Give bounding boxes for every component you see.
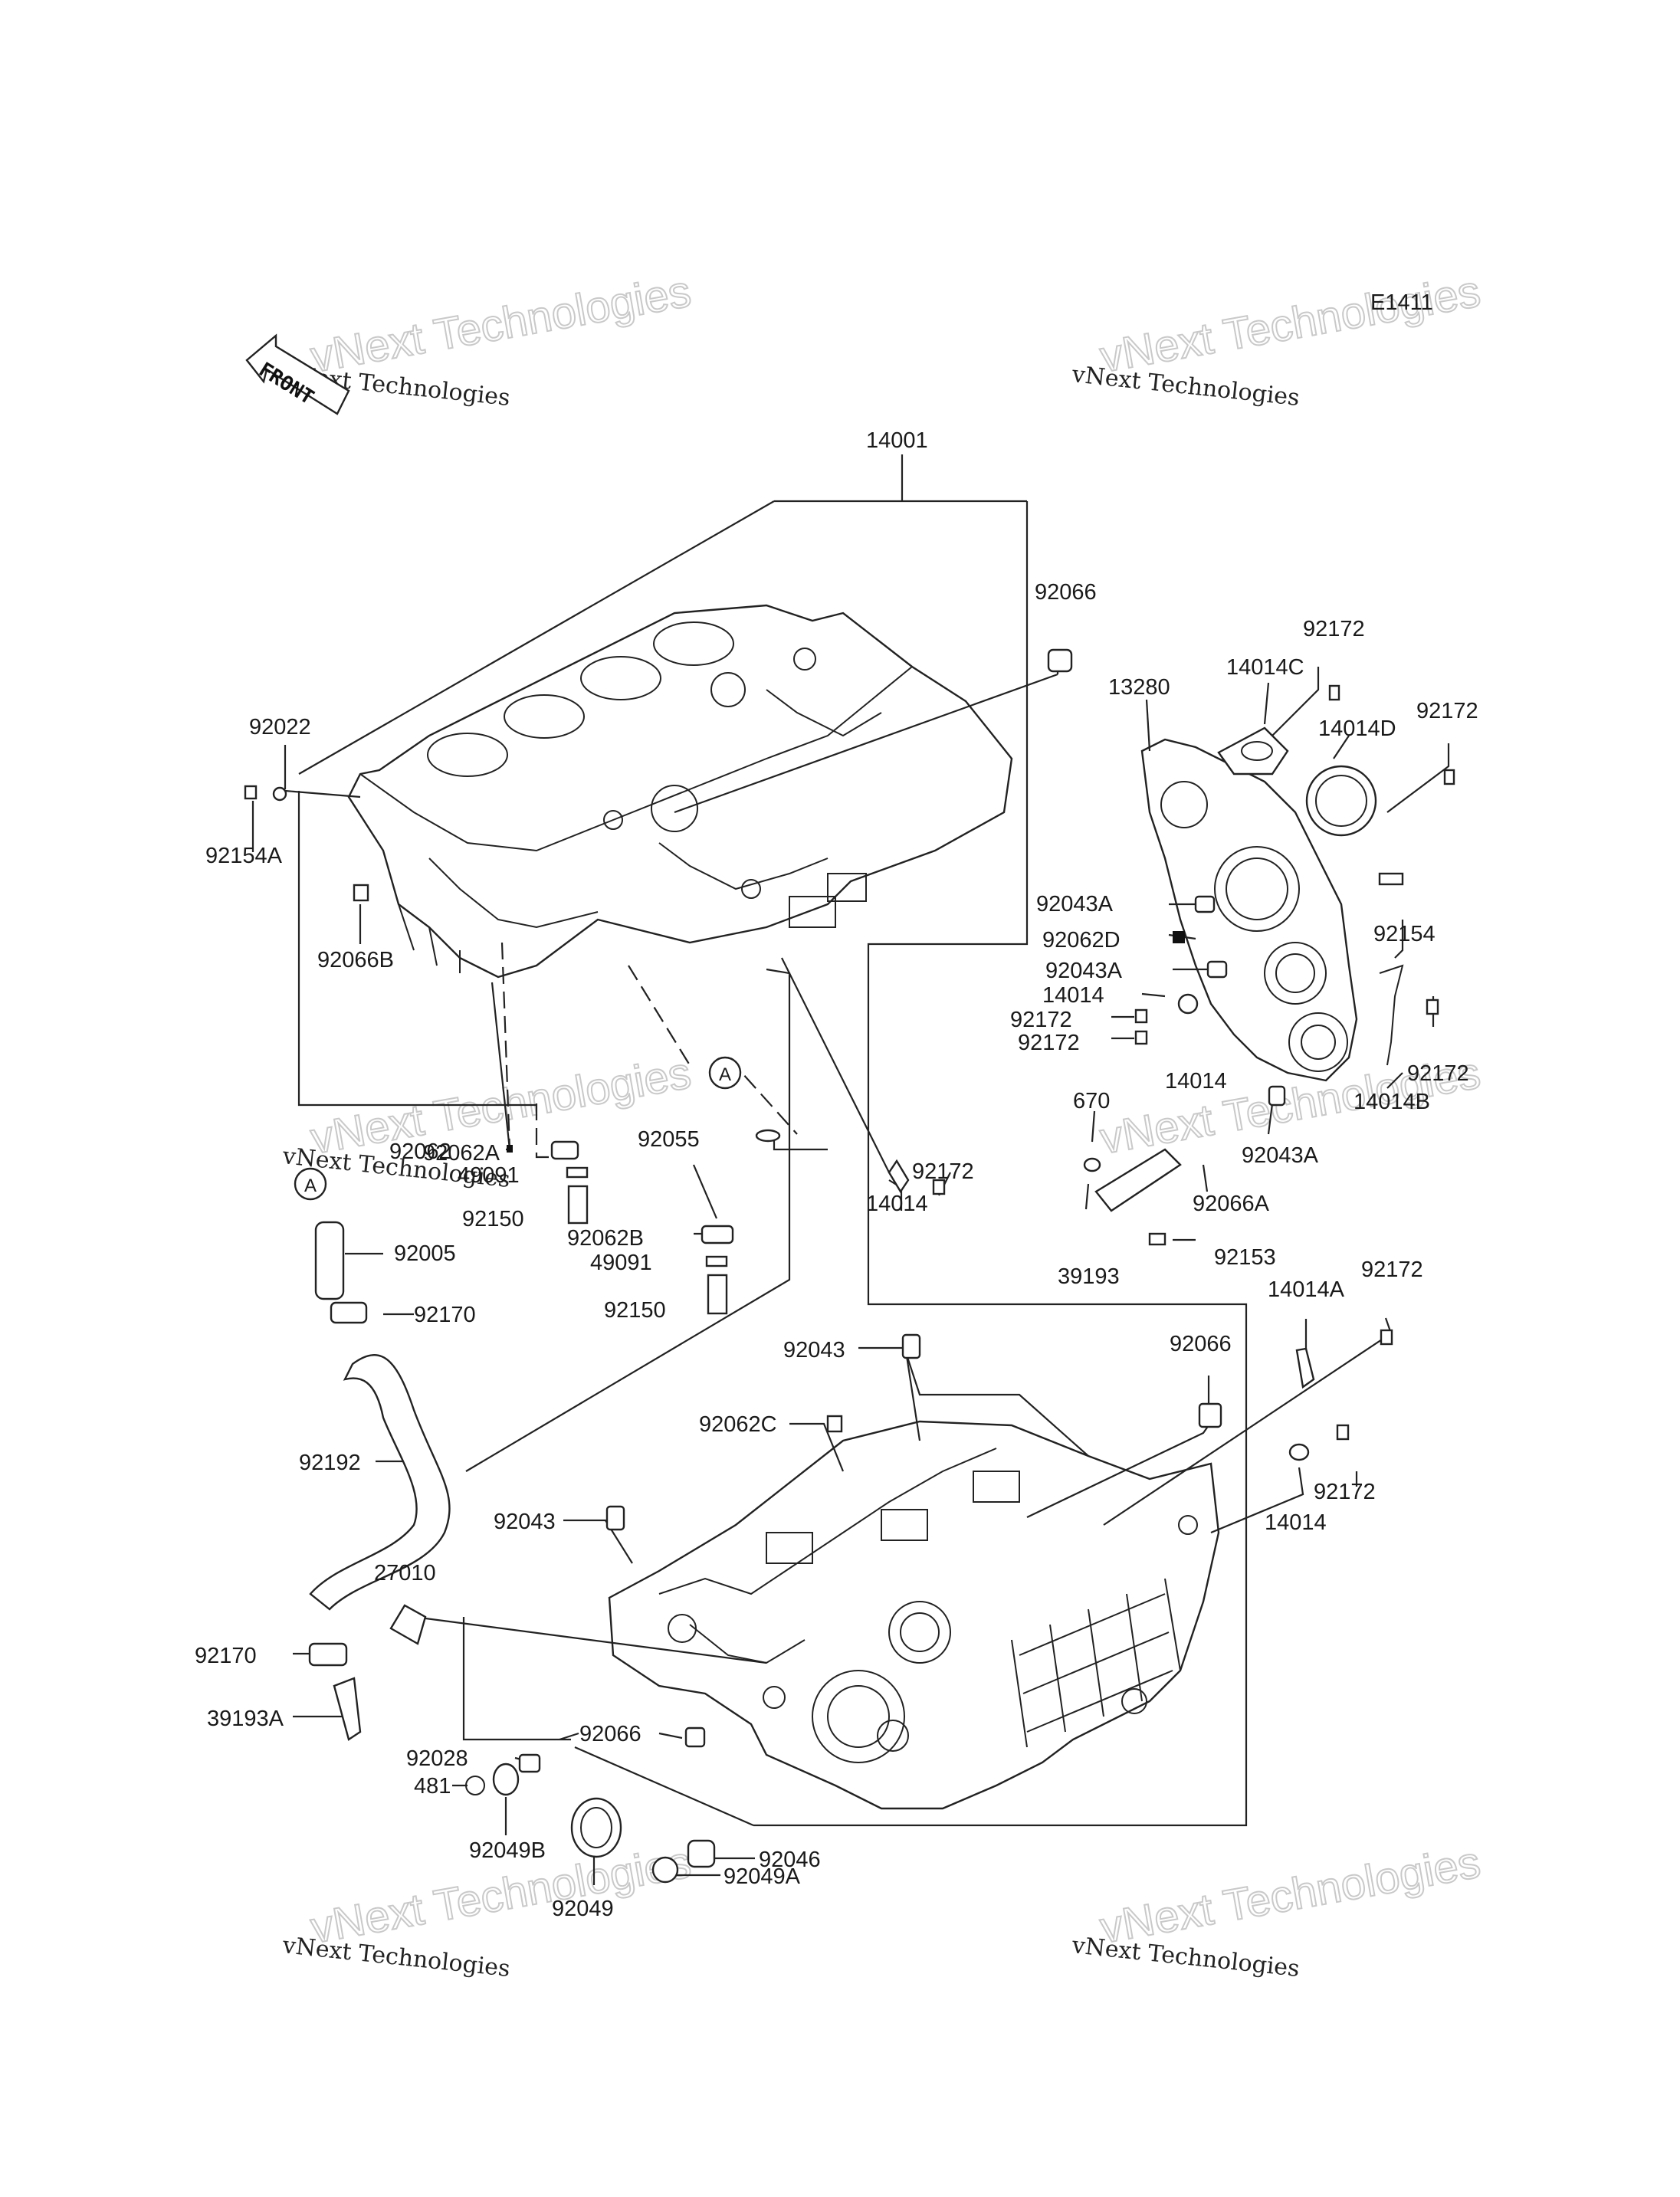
part-label-92066: 92066 bbox=[579, 1722, 641, 1746]
part-label-92062a: 92062A bbox=[423, 1141, 500, 1166]
part-label-92170: 92170 bbox=[195, 1644, 257, 1668]
part-label-92005: 92005 bbox=[394, 1241, 456, 1266]
part-label-92049: 92049 bbox=[552, 1897, 614, 1921]
part-label-92046: 92046 bbox=[759, 1848, 821, 1872]
watermark-text: vNext Technologies bbox=[1097, 1837, 1485, 1953]
part-label-92153: 92153 bbox=[1214, 1245, 1276, 1270]
part-label-92043: 92043 bbox=[783, 1338, 845, 1362]
gasket-14014d bbox=[1305, 765, 1377, 837]
part-label-92172: 92172 bbox=[1314, 1480, 1376, 1504]
part-label-92043a: 92043A bbox=[1045, 959, 1123, 983]
part-label-92055: 92055 bbox=[638, 1127, 700, 1152]
part-label-92154: 92154 bbox=[1373, 922, 1436, 946]
part-label-92066: 92066 bbox=[1035, 580, 1097, 605]
part-label-92192: 92192 bbox=[299, 1451, 361, 1475]
part-label-39193a: 39193A bbox=[207, 1707, 284, 1731]
watermark-text: vNext Technologies bbox=[307, 266, 695, 382]
small-parts: A A bbox=[244, 648, 1455, 1884]
part-label-92022: 92022 bbox=[249, 715, 311, 739]
part-label-92066a: 92066A bbox=[1193, 1192, 1270, 1216]
part-label-92043a: 92043A bbox=[1036, 892, 1114, 917]
lower-crankcase bbox=[608, 1420, 1220, 1810]
part-labels: 14001 92066 92022 92154A 92066B 92062 92… bbox=[195, 428, 1478, 1921]
part-label-92170: 92170 bbox=[414, 1303, 476, 1327]
part-label-92150: 92150 bbox=[462, 1207, 524, 1231]
watermark-top-right: vNext Technologies bbox=[1096, 265, 1485, 382]
part-label-92172: 92172 bbox=[912, 1159, 974, 1184]
part-label-92172: 92172 bbox=[1407, 1061, 1469, 1086]
marker-a: A bbox=[304, 1176, 317, 1196]
watermark-caption: vNext Technologies bbox=[1070, 1932, 1301, 1982]
watermark-text: vNext Technologies bbox=[1097, 266, 1485, 382]
part-label-92062c: 92062C bbox=[699, 1412, 777, 1437]
part-label-14001: 14001 bbox=[866, 428, 928, 453]
part-label-92049a: 92049A bbox=[724, 1864, 801, 1889]
part-label-92066: 92066 bbox=[1170, 1332, 1232, 1356]
part-label-92043a: 92043A bbox=[1242, 1143, 1319, 1168]
part-label-27010: 27010 bbox=[374, 1561, 436, 1585]
watermark-bottom-right: vNext Technologies bbox=[1096, 1836, 1485, 1953]
part-label-14014b: 14014B bbox=[1354, 1090, 1430, 1114]
marker-a-circle bbox=[708, 1056, 742, 1090]
part-label-14014c: 14014C bbox=[1226, 655, 1304, 680]
part-label-481: 481 bbox=[414, 1774, 451, 1799]
marker-a-circle bbox=[294, 1167, 327, 1201]
part-label-14014: 14014 bbox=[1042, 983, 1104, 1008]
part-label-92172: 92172 bbox=[1361, 1258, 1423, 1282]
part-label-92066b: 92066B bbox=[317, 948, 394, 972]
watermark-caption: vNext Technologies bbox=[281, 1932, 511, 1982]
part-label-92043: 92043 bbox=[494, 1510, 556, 1534]
part-label-14014d: 14014D bbox=[1318, 716, 1396, 741]
part-label-92150: 92150 bbox=[604, 1298, 666, 1323]
part-label-14014: 14014 bbox=[1265, 1510, 1327, 1535]
part-label-39193: 39193 bbox=[1058, 1264, 1120, 1289]
watermark-top-left: vNext Technologies bbox=[307, 265, 696, 382]
part-label-92154a: 92154A bbox=[205, 844, 283, 868]
part-label-49091: 49091 bbox=[458, 1163, 520, 1188]
part-label-92062d: 92062D bbox=[1042, 928, 1121, 953]
diagram-id: E1411 bbox=[1370, 290, 1433, 315]
upper-crankcase bbox=[347, 604, 1013, 979]
part-label-670: 670 bbox=[1073, 1089, 1110, 1113]
part-label-92172: 92172 bbox=[1018, 1031, 1080, 1055]
marker-a: A bbox=[719, 1064, 731, 1085]
part-label-92049b: 92049B bbox=[469, 1838, 546, 1863]
part-label-92172: 92172 bbox=[1416, 699, 1478, 723]
part-label-92172: 92172 bbox=[1010, 1008, 1072, 1032]
part-label-13280: 13280 bbox=[1108, 675, 1170, 700]
part-label-14014a: 14014A bbox=[1268, 1277, 1345, 1302]
part-label-14014: 14014 bbox=[866, 1192, 928, 1216]
part-label-49091: 49091 bbox=[590, 1251, 652, 1275]
part-label-92062: 92062 bbox=[389, 1139, 451, 1164]
part-label-92172: 92172 bbox=[1303, 617, 1365, 641]
callout-lines bbox=[251, 454, 1450, 1885]
watermark-caption: vNext Technologies bbox=[1070, 361, 1301, 412]
part-label-92062b: 92062B bbox=[567, 1226, 644, 1251]
part-label-14014: 14014 bbox=[1165, 1069, 1227, 1094]
part-label-92028: 92028 bbox=[406, 1746, 468, 1771]
gasket-14014c bbox=[1217, 726, 1289, 776]
